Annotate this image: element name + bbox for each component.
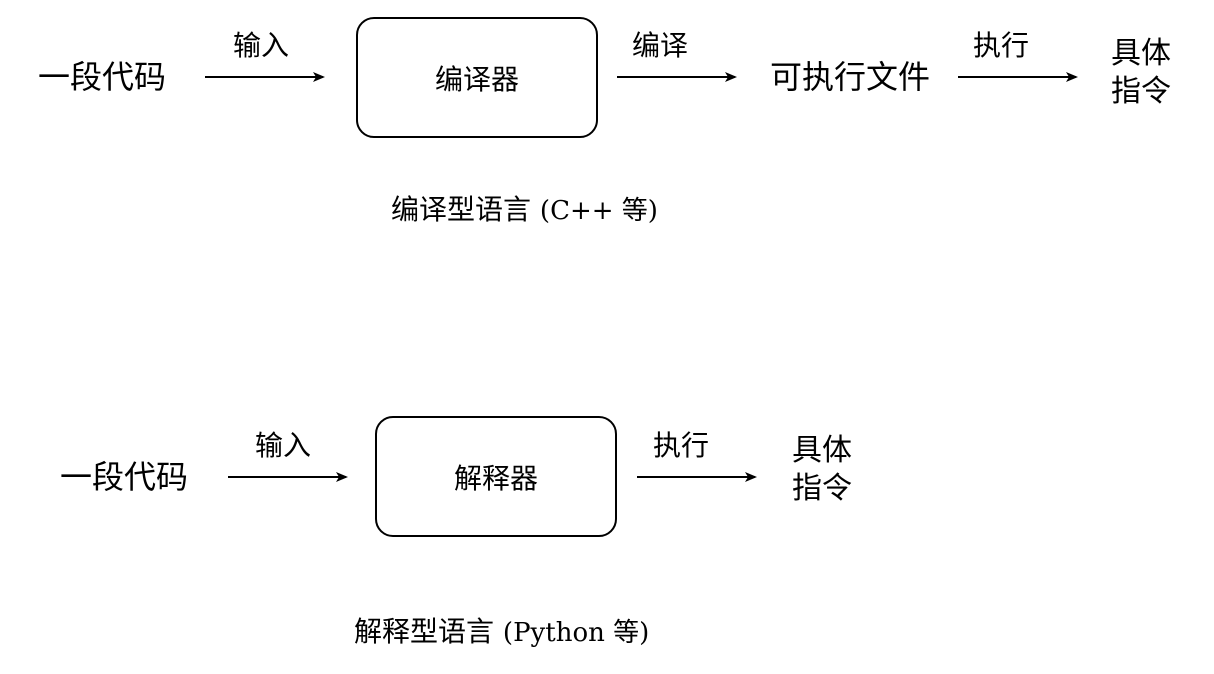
interpreted-source-text: 一段代码 [60, 458, 189, 496]
compiled-exec-label: 执行 [973, 29, 1030, 62]
interpreted-result-line1: 具体 [792, 433, 852, 468]
compiler-box-label: 编译器 [434, 62, 519, 96]
compiled-caption-note: (C++ 等) [539, 196, 658, 226]
interpreted-result: 具体 指令 [792, 432, 852, 508]
interpreted-result-line2: 指令 [792, 471, 852, 506]
compiled-result-line2: 指令 [1111, 74, 1171, 109]
compiled-source-text: 一段代码 [38, 58, 167, 96]
compiled-caption: 编译型语言 (C++ 等) [391, 193, 658, 226]
interpreted-exec-label: 执行 [653, 429, 710, 462]
interpreter-box-label: 解释器 [453, 461, 538, 495]
compiled-result-line1: 具体 [1111, 36, 1171, 71]
compile-label: 编译 [632, 29, 689, 62]
compiled-input-label: 输入 [233, 29, 290, 62]
executable-file-text: 可执行文件 [770, 58, 931, 96]
interpreter-box: 解释器 [375, 416, 617, 537]
compiler-box: 编译器 [356, 17, 598, 138]
interpreted-input-label: 输入 [255, 429, 312, 462]
interpreted-caption: 解释型语言 (Python 等) [354, 615, 650, 648]
interpreted-caption-note: (Python 等) [502, 618, 650, 648]
compiled-caption-cn: 编译型语言 [391, 193, 532, 226]
interpreted-caption-cn: 解释型语言 [354, 615, 495, 648]
compiled-result: 具体 指令 [1111, 35, 1171, 111]
